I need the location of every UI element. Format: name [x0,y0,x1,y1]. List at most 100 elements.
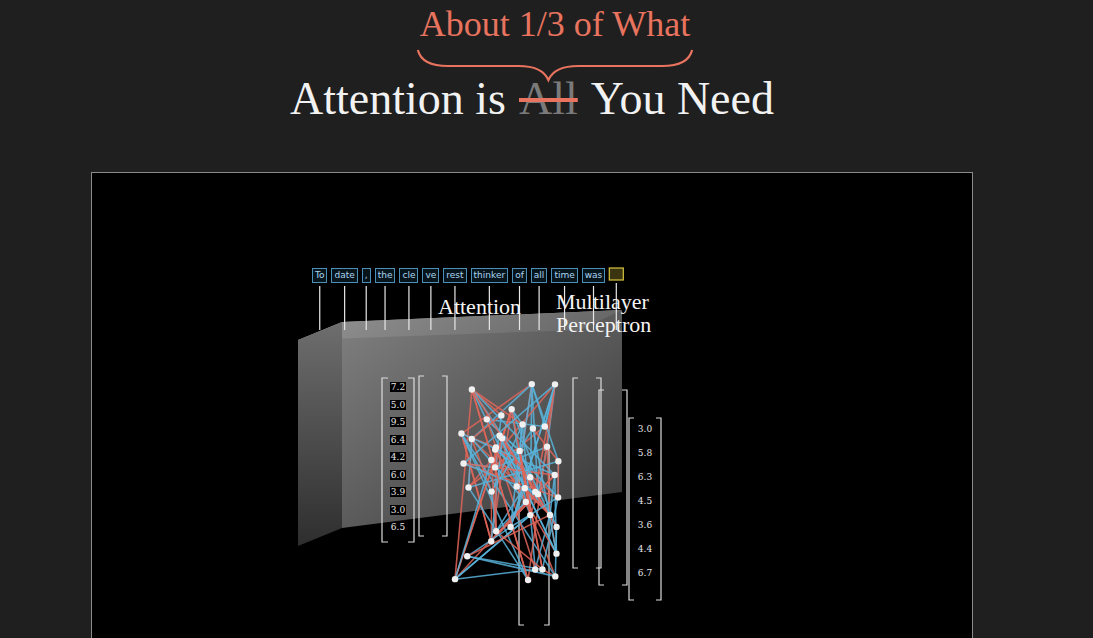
token-line [539,286,540,330]
vector-entry: 6.7 [637,568,653,578]
neuron [542,423,548,429]
vector-entry: 4.5 [637,496,653,506]
network-edge [512,409,543,569]
neuron [525,577,531,583]
neuron [532,566,538,572]
neuron [460,460,466,466]
network-edge [472,390,528,580]
block-label: Attention [438,295,521,318]
neuron [529,381,535,387]
neuron [522,485,528,491]
neuron [555,494,561,500]
vector-entry: 9.5 [390,417,406,427]
neuron [544,444,550,450]
token-line [384,286,385,330]
vector-bracket [599,390,627,585]
neuron [552,573,558,579]
neuron [469,386,475,392]
neuron [519,421,525,427]
neural-network [452,381,562,583]
neuron [523,499,529,505]
neuron [508,406,514,412]
token-line [344,286,345,330]
token: cle [399,268,418,283]
vector-bracket [629,418,661,600]
vector-entry: 6.4 [390,435,406,445]
vector-entry: 6.3 [637,472,653,482]
neuron [507,524,513,530]
neuron [530,425,536,431]
network-edge [525,488,557,554]
neuron [493,528,499,534]
neuron [547,512,553,518]
vector-entry: 5.0 [390,400,406,410]
block-side [298,322,342,546]
neuron [452,576,458,582]
token: was [582,268,606,283]
attention-block [342,310,622,528]
vector-columns [382,376,661,625]
vector-bracket [419,376,447,536]
vector-entry: 7.2 [390,382,406,392]
title-part: Attention is [290,74,506,125]
neuron [465,484,471,490]
token: ve [422,268,439,283]
vector-entry: 3.0 [390,505,406,515]
token: , [362,268,371,283]
network-edge [557,461,559,497]
network-edge [467,515,550,556]
neuron [513,483,519,489]
neuron [516,448,522,454]
vector-entry: 5.8 [637,448,653,458]
token: To [312,268,327,283]
title-part: You Need [591,74,774,125]
network-edge [492,429,533,492]
token: date [331,268,357,283]
neuron [464,553,470,559]
annotation: About 1/3 of What [420,5,690,45]
token-line [430,286,431,330]
token-line [366,286,367,330]
network-edge [511,384,555,527]
vector-bracket [573,378,601,568]
neuron [484,416,490,422]
neuron [498,412,504,418]
network-edge [464,384,555,463]
neuron [553,550,559,556]
network-edge [550,475,555,515]
token-line [408,286,409,330]
vector-entry: 6.0 [390,470,406,480]
network-edge [532,384,559,461]
token: the [375,268,396,283]
neuron [555,458,561,464]
neuron [535,491,541,497]
vector-entry: 3.9 [390,487,406,497]
token-box [609,268,623,280]
neuron [492,446,498,452]
vector-entry: 3.0 [637,424,653,434]
neuron [492,464,498,470]
token: rest [443,268,466,283]
neuron [552,381,558,387]
neuron [488,538,494,544]
vector-entry: 4.4 [637,544,653,554]
neuron [488,457,494,463]
block-label: Multilayer Perceptron [556,290,656,336]
network-edge [472,390,538,495]
token: all [531,268,548,283]
struck-word: All [519,74,578,125]
token: thinker [471,268,509,283]
neuron [469,436,475,442]
network-edge [467,556,555,576]
neuron [552,472,558,478]
network-edge [557,461,559,497]
token: of [512,268,527,283]
vector-entry: 4.2 [390,452,406,462]
token-line [319,286,320,330]
network-edge [467,527,510,556]
vector-entry: 6.5 [390,522,406,532]
neuron [458,430,464,436]
neuron [488,488,494,494]
neuron [527,512,533,518]
